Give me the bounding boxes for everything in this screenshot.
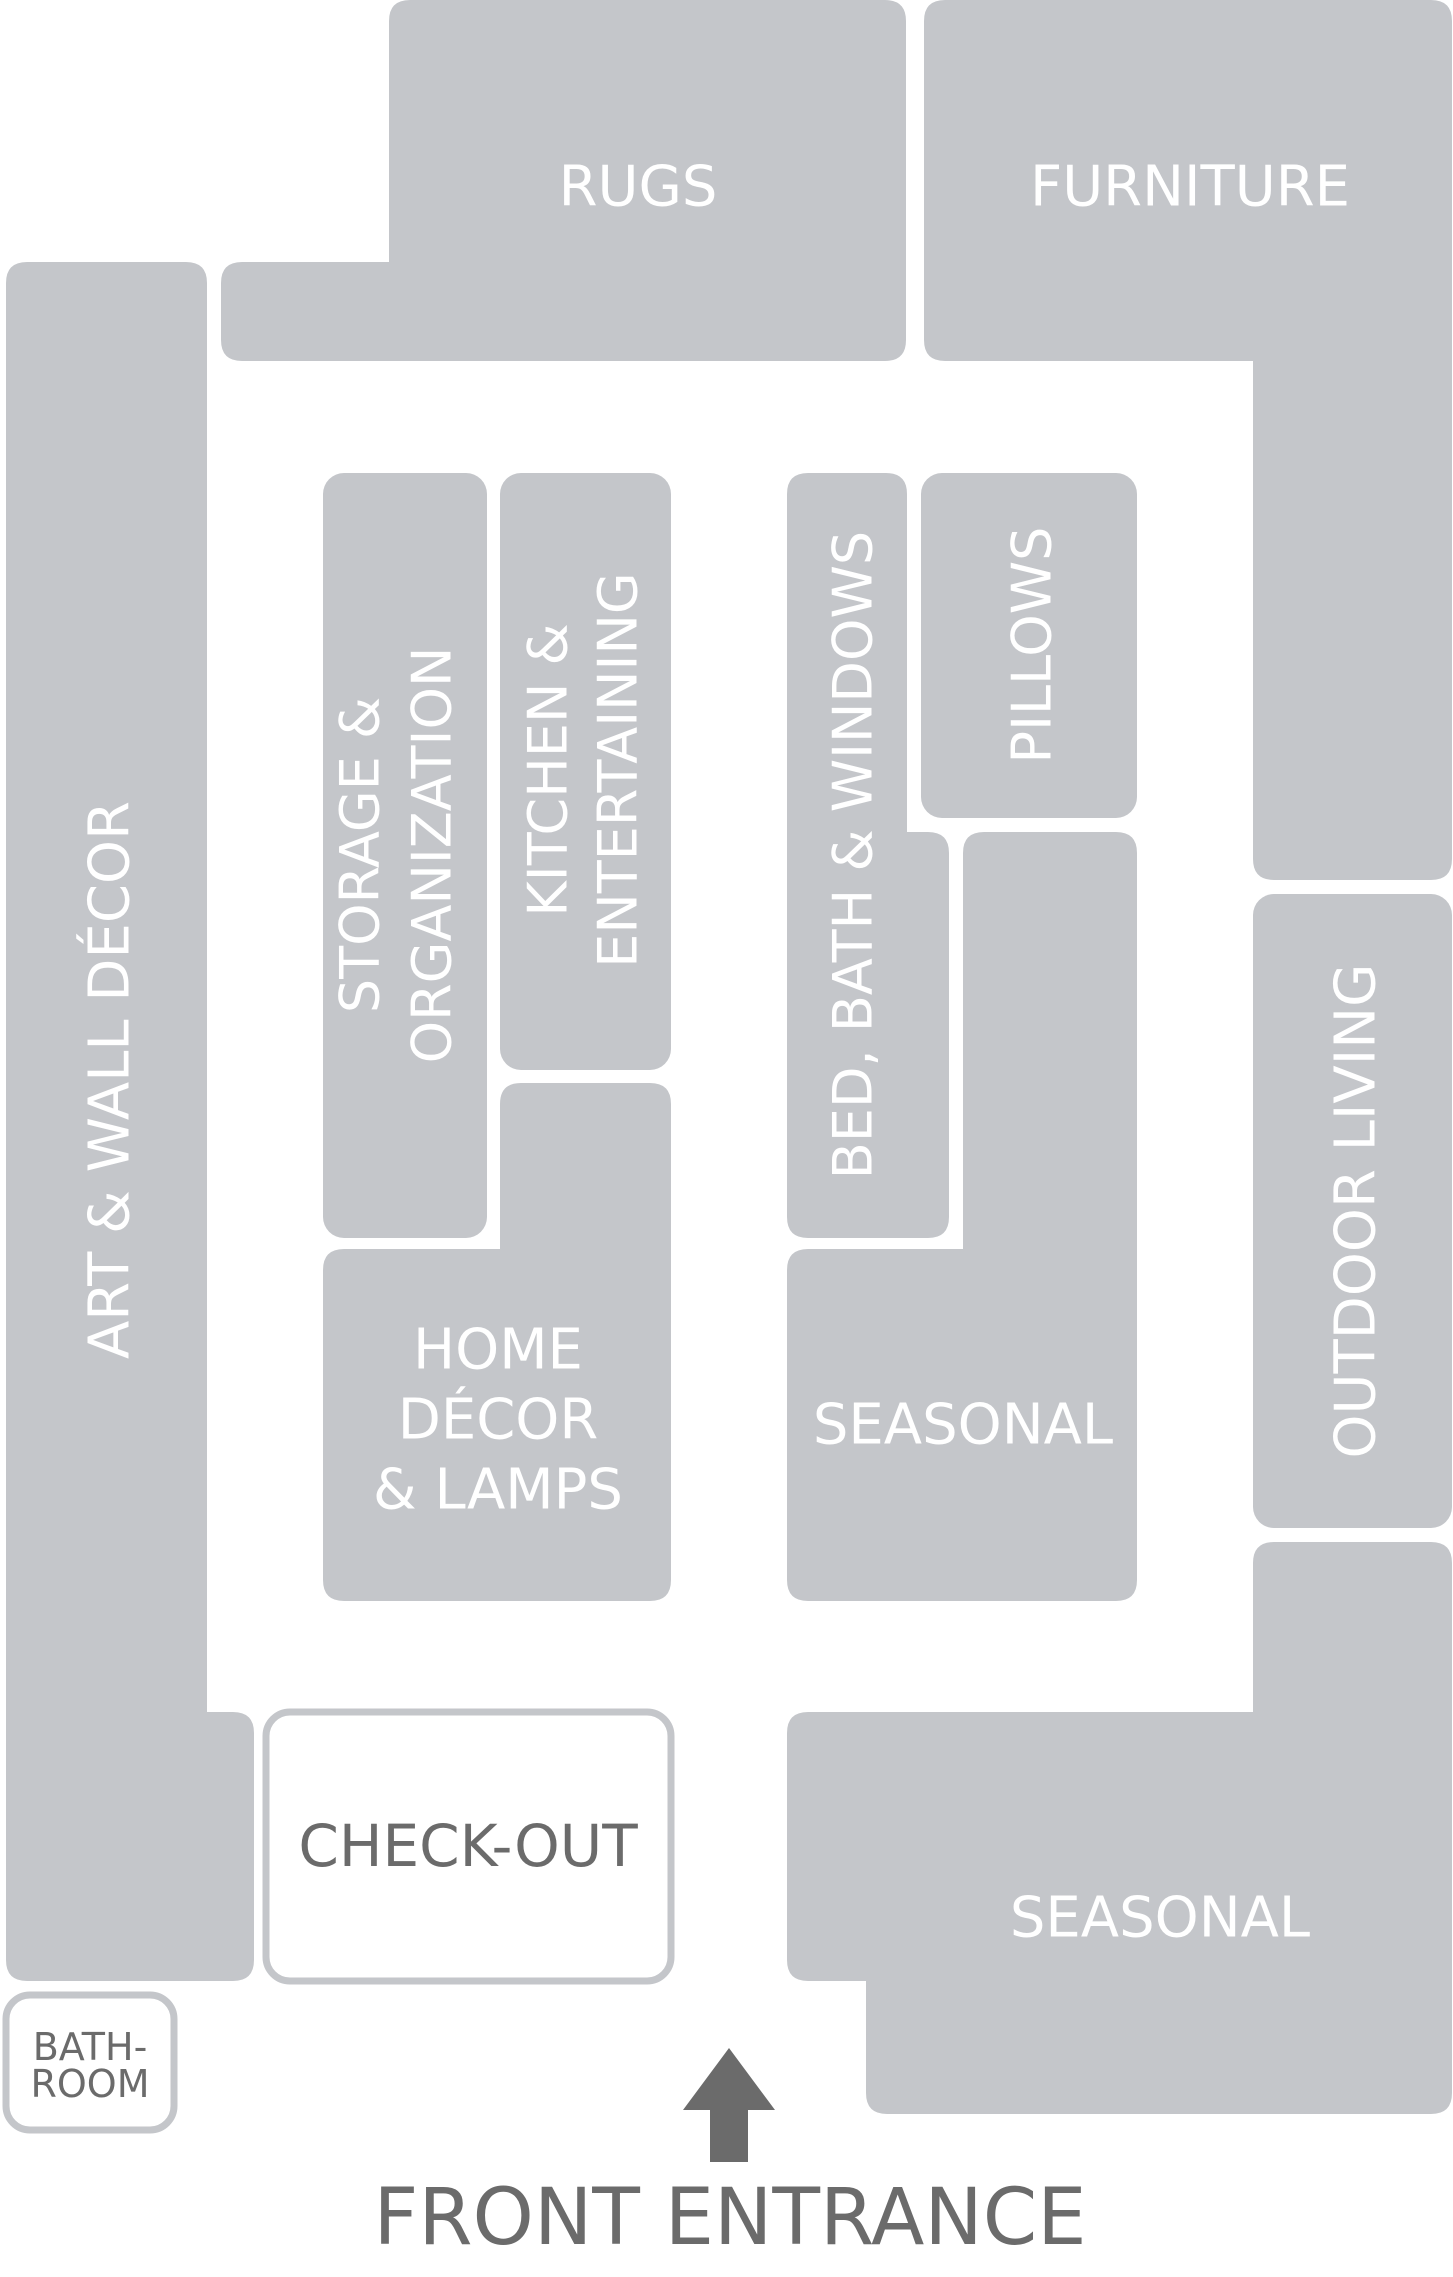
dept-outdoor-living-label: OUTDOOR LIVING [1324, 963, 1389, 1458]
dept-seasonal-center-label: SEASONAL [813, 1393, 1113, 1458]
dept-seasonal-front-label: SEASONAL [1010, 1886, 1310, 1951]
dept-furniture-label: FURNITURE [1030, 155, 1350, 220]
dept-home-decor-lamps-label-line2: DÉCOR [398, 1388, 599, 1453]
front-entrance-label: FRONT ENTRANCE [373, 2173, 1086, 2263]
bathroom[interactable]: BATH- ROOM [2, 1991, 178, 2134]
dept-kitchen-entertaining-label-line2: ENTERTAINING [587, 572, 650, 967]
front-entrance: FRONT ENTRANCE [373, 2048, 1087, 2263]
dept-bed-bath-windows-label: BED, BATH & WINDOWS [822, 531, 885, 1179]
dept-bed-bath-windows[interactable]: BED, BATH & WINDOWS [787, 473, 949, 1238]
dept-art-wall-decor[interactable]: ART & WALL DÉCOR [6, 262, 254, 1981]
arrow-up-icon [683, 2048, 775, 2162]
dept-seasonal-center[interactable]: SEASONAL [787, 832, 1137, 1601]
dept-pillows-label: PILLOWS [1001, 527, 1064, 764]
dept-kitchen-entertaining-label-line1: KITCHEN & [517, 623, 580, 916]
dept-storage-organization-label-line1: STORAGE & [329, 697, 392, 1013]
dept-pillows[interactable]: PILLOWS [921, 473, 1137, 818]
dept-storage-organization[interactable]: STORAGE & ORGANIZATION [323, 473, 487, 1238]
dept-rugs-label: RUGS [559, 155, 718, 220]
dept-outdoor-living[interactable]: OUTDOOR LIVING [1253, 894, 1452, 1528]
dept-furniture[interactable]: FURNITURE [924, 0, 1452, 880]
dept-home-decor-lamps-label-line1: HOME [413, 1318, 583, 1383]
dept-home-decor-lamps-label-line3: & LAMPS [373, 1458, 623, 1523]
bathroom-label-line2: ROOM [30, 2062, 149, 2106]
dept-kitchen-entertaining[interactable]: KITCHEN & ENTERTAINING [500, 473, 671, 1070]
dept-home-decor-lamps[interactable]: HOME DÉCOR & LAMPS [323, 1083, 671, 1601]
dept-seasonal-front[interactable]: SEASONAL [787, 1542, 1452, 2114]
checkout-area[interactable]: CHECK-OUT [262, 1708, 675, 1985]
dept-art-wall-decor-label: ART & WALL DÉCOR [78, 801, 143, 1359]
bathroom-label-line1: BATH- [33, 2025, 148, 2069]
dept-storage-organization-label-line2: ORGANIZATION [401, 647, 464, 1064]
checkout-label: CHECK-OUT [298, 1812, 638, 1880]
dept-rugs[interactable]: RUGS [221, 0, 906, 361]
